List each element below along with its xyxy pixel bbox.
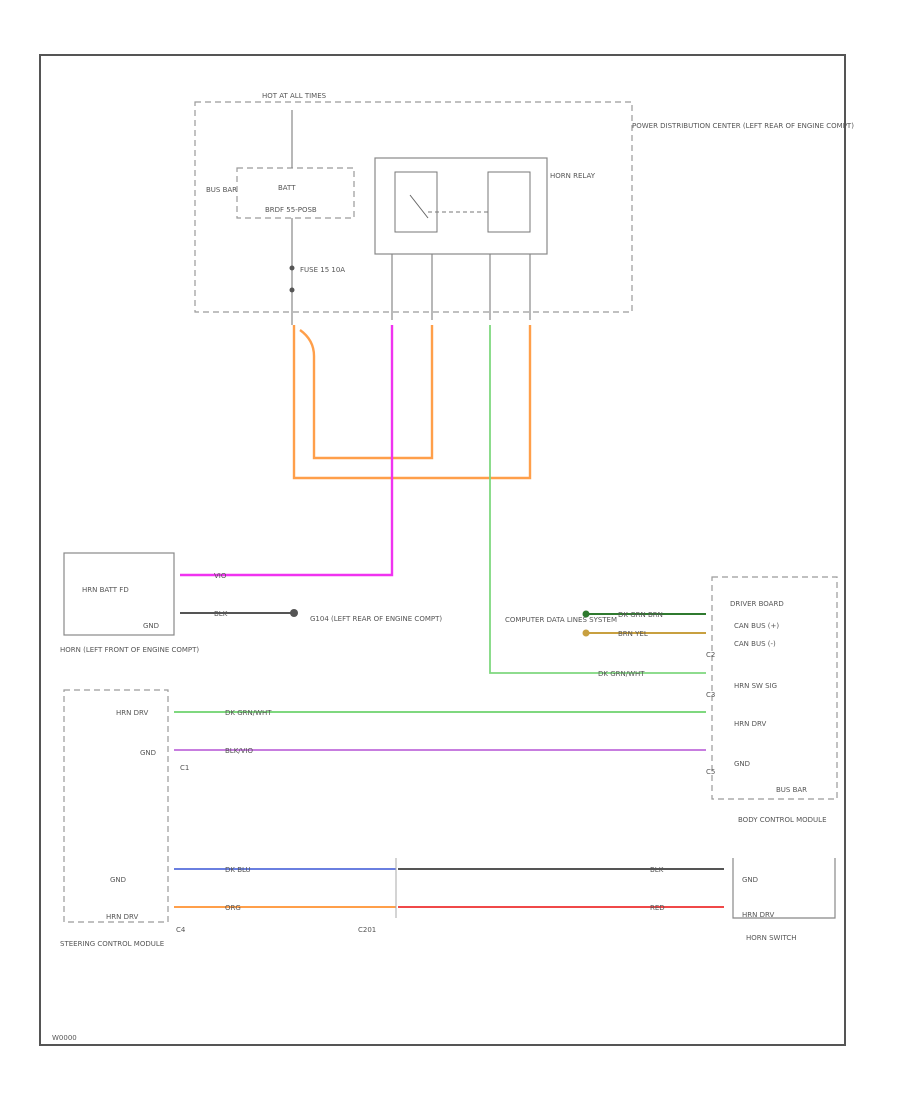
wire-can-h-label: DK GRN BRN bbox=[618, 611, 663, 619]
can-l-endpoint bbox=[582, 629, 590, 637]
horn-component bbox=[63, 552, 175, 636]
hrn-drv-label: HRN DRV bbox=[734, 720, 766, 728]
wire-gnd-bcm-label: BLK/VIO bbox=[225, 747, 254, 755]
connector-c201-label: C201 bbox=[358, 926, 376, 934]
relay-coil-box bbox=[487, 171, 531, 233]
horn-switch-label: HORN SWITCH bbox=[746, 934, 797, 942]
ground-point-g104 bbox=[290, 609, 298, 617]
horn-switch bbox=[732, 858, 836, 919]
bcm-connector-c3: C3 bbox=[706, 691, 715, 699]
hot-at-all-times-label: HOT AT ALL TIMES bbox=[262, 92, 327, 100]
wire-can-l-label: BRN YEL bbox=[618, 630, 648, 638]
wire-orange-outer bbox=[292, 325, 532, 480]
batt-sub-label: BRDF 55-POSB bbox=[265, 206, 317, 214]
pdc-label: POWER DISTRIBUTION CENTER (LEFT REAR OF … bbox=[632, 122, 854, 130]
batt-label: BATT bbox=[278, 184, 296, 192]
relay-contact bbox=[409, 194, 429, 219]
horn-connector-block bbox=[63, 689, 169, 923]
wire-horn-gnd-label: BLK bbox=[214, 610, 228, 618]
scm-hrn-drv-label: HRN DRV bbox=[106, 913, 138, 921]
can-h-endpoint bbox=[582, 610, 590, 618]
scm-connector-c4: C4 bbox=[176, 926, 186, 934]
wire-scm-gnd-label: DK BLU bbox=[225, 866, 251, 874]
wire-horn-switch-signal bbox=[489, 325, 706, 674]
footer-code: W0000 bbox=[52, 1034, 77, 1042]
wire-hs-gnd-label: BLK bbox=[650, 866, 664, 874]
batt-bus-bar bbox=[236, 167, 355, 219]
can-bus-h-label: CAN BUS (+) bbox=[734, 622, 779, 630]
bus-bar-label: BUS BAR bbox=[206, 186, 237, 194]
bcm-bus-bar-label: BUS BAR bbox=[776, 786, 807, 794]
wire-scm-drv-label: ORG bbox=[225, 904, 241, 912]
bcm-header-label: DRIVER BOARD bbox=[730, 600, 784, 608]
scm-name-label: STEERING CONTROL MODULE bbox=[60, 940, 164, 948]
bcm-name-label: BODY CONTROL MODULE bbox=[738, 816, 827, 824]
scm-gnd-label: GND bbox=[110, 876, 126, 884]
fuse-terminal-top bbox=[289, 265, 295, 271]
horn-name-label: HORN (LEFT FRONT OF ENGINE COMPT) bbox=[60, 646, 199, 654]
bcm-connector-c2: C2 bbox=[706, 651, 715, 659]
horn-connector-c1: C1 bbox=[180, 764, 189, 772]
relay-switch-box bbox=[394, 171, 438, 233]
power-distribution-center bbox=[194, 101, 633, 313]
ground-ref-label: G104 (LEFT REAR OF ENGINE COMPT) bbox=[310, 615, 442, 623]
wire-horn-feed bbox=[180, 325, 394, 577]
computer-data-lines-label: COMPUTER DATA LINES SYSTEM bbox=[505, 616, 617, 624]
wire-hrn-sw-label: DK GRN/WHT bbox=[598, 670, 645, 678]
horn-gnd-label: GND bbox=[143, 622, 159, 630]
bcm-gnd-label: GND bbox=[734, 760, 750, 768]
body-control-module bbox=[711, 576, 838, 800]
wire-hs-drv-label: RED bbox=[650, 904, 665, 912]
horn-relay bbox=[374, 157, 548, 255]
fuse-label: FUSE 15 10A bbox=[300, 266, 345, 274]
fuse-terminal-bottom bbox=[289, 287, 295, 293]
hrn-sw-sig-label: HRN SW SIG bbox=[734, 682, 777, 690]
wire-orange-inner bbox=[299, 325, 434, 460]
hs-gnd-label: GND bbox=[742, 876, 758, 884]
horn-relay-label: HORN RELAY bbox=[550, 172, 596, 180]
horn-batt-pin-label: HRN BATT FD bbox=[82, 586, 129, 594]
wire-hrn-drv-label: DK GRN/WHT bbox=[225, 709, 272, 717]
can-bus-l-label: CAN BUS (-) bbox=[734, 640, 776, 648]
diagram-frame bbox=[39, 54, 846, 1046]
wire-horn-batt-label: VIO bbox=[214, 572, 227, 580]
hs-hrn-drv-label: HRN DRV bbox=[742, 911, 774, 919]
bcm-connector-c5: C5 bbox=[706, 768, 715, 776]
horn-gnd-pin-label: GND bbox=[140, 749, 156, 757]
horn-hrn-drv-label: HRN DRV bbox=[116, 709, 148, 717]
